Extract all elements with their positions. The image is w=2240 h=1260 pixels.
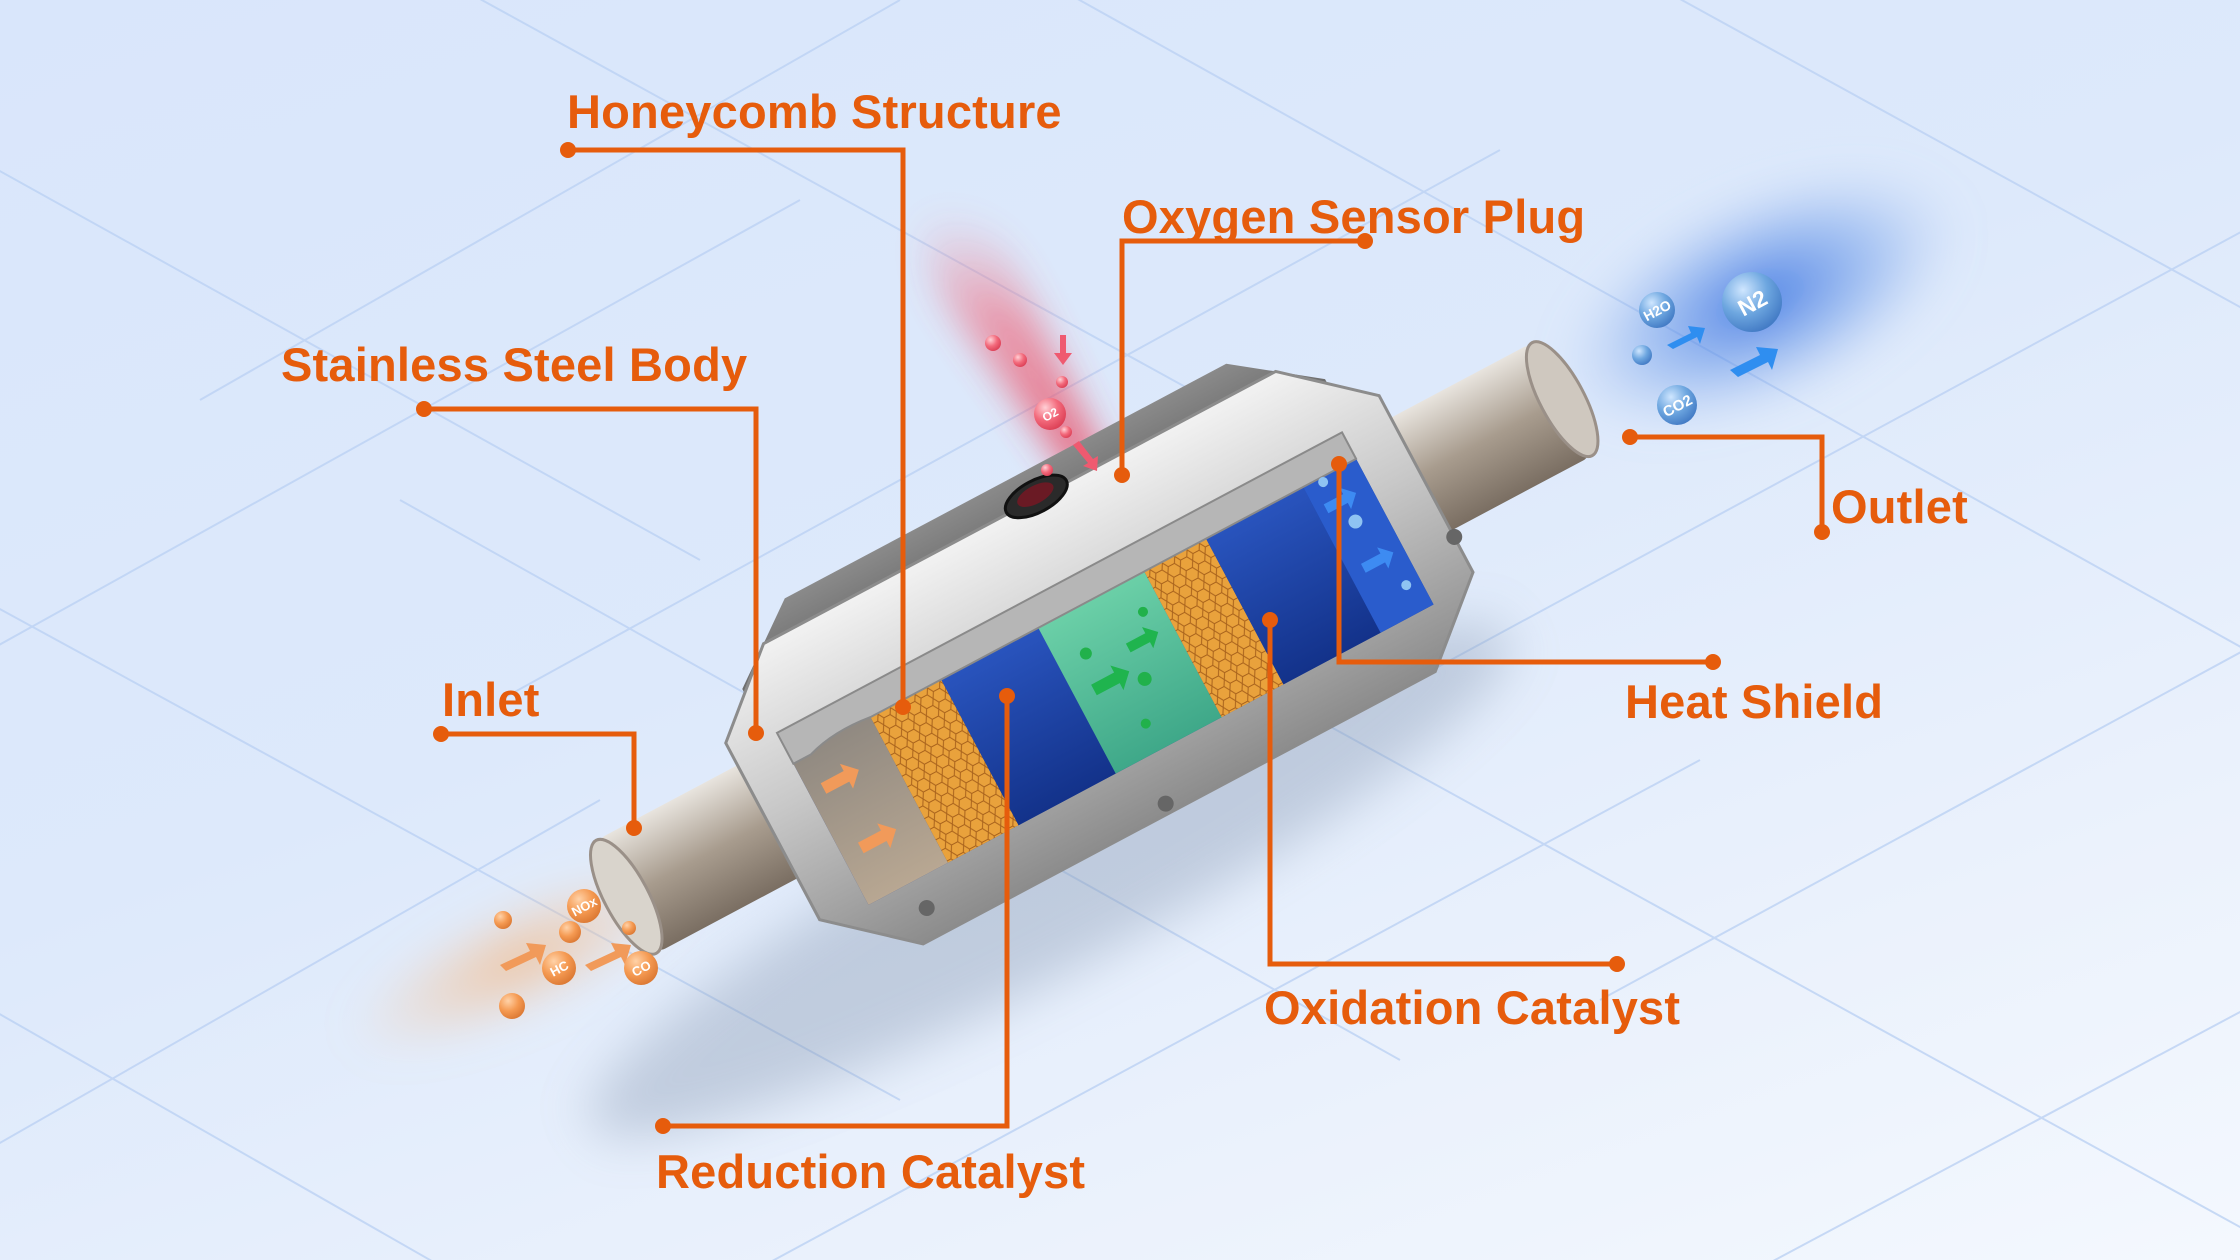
oxidation-catalyst-section: [1198, 473, 1381, 685]
leader-dot: [1114, 467, 1130, 483]
label-oxidation: Oxidation Catalyst: [1264, 981, 1681, 1034]
leader-dot: [999, 688, 1015, 704]
leader-oxygen-sensor: [1114, 233, 1373, 483]
leader-outlet: [1622, 429, 1830, 540]
leader-dot: [1331, 456, 1347, 472]
molecule-h2o: H2O: [1639, 292, 1675, 328]
label-stainless-body: Stainless Steel Body: [281, 338, 748, 391]
leader-heat-shield: [1331, 456, 1721, 670]
flow-arrows-green: [1091, 627, 1159, 696]
outlet-flow-arrows: [1667, 326, 1778, 377]
outlet-chamber: [1296, 445, 1434, 633]
leader-lines: [416, 142, 1830, 1134]
leader-dot: [1262, 612, 1278, 628]
molecule-co2: CO2: [1657, 385, 1697, 425]
svg-text:O2: O2: [1040, 405, 1061, 425]
leader-reduction: [655, 688, 1015, 1134]
oxygen-plume: [925, 210, 1110, 480]
label-inlet: Inlet: [442, 673, 540, 726]
inlet-pipe-opening: [588, 837, 664, 956]
molecule-n2: N2: [1722, 272, 1782, 332]
catalytic-converter: [588, 340, 1600, 956]
molecule-hc: HC: [542, 951, 576, 985]
leader-dot: [626, 820, 642, 836]
outlet-bubbles: [1318, 477, 1412, 591]
inlet-chamber: [783, 703, 948, 906]
leader-dot: [1814, 524, 1830, 540]
leader-honeycomb: [560, 142, 911, 715]
flow-arrows-orange: [820, 763, 897, 854]
leader-dot: [433, 726, 449, 742]
leader-dot: [560, 142, 576, 158]
leader-dot: [895, 699, 911, 715]
oxygen-sensor-port-inner: [1017, 482, 1054, 507]
leader-inlet: [433, 726, 642, 836]
reduction-catalyst-section: [934, 614, 1116, 826]
label-outlet: Outlet: [1831, 480, 1968, 533]
outlet-pipe-opening: [1524, 340, 1600, 459]
leader-dot: [1609, 956, 1625, 972]
honeycomb-substrate-1: [863, 666, 1019, 863]
heat-shield-layer: [775, 431, 1358, 766]
leader-dot: [416, 401, 432, 417]
label-heat-shield: Heat Shield: [1625, 675, 1884, 728]
oxygen-arrows: [1054, 335, 1098, 471]
bolt: [1446, 528, 1463, 545]
honeycomb-substrate-2: [1137, 525, 1284, 718]
outlet-particle: [1632, 345, 1652, 365]
label-oxygen-sensor: Oxygen Sensor Plug: [1122, 190, 1586, 243]
leader-stainless-body: [416, 401, 764, 741]
leader-dot: [1357, 233, 1373, 249]
leader-oxidation: [1262, 612, 1625, 972]
molecule-co: CO: [624, 951, 658, 985]
leader-dot: [1622, 429, 1638, 445]
bolt: [1157, 795, 1174, 812]
molecule-nox: NOx: [567, 889, 601, 923]
leader-dot: [748, 725, 764, 741]
bolt: [918, 900, 935, 917]
oxygen-particles: [985, 335, 1072, 476]
reaction-chamber: [1031, 558, 1222, 774]
inlet-particles: [494, 911, 636, 1019]
leader-dot: [1705, 654, 1721, 670]
label-honeycomb: Honeycomb Structure: [567, 85, 1062, 138]
leader-dot: [655, 1118, 671, 1134]
reaction-particles: [1079, 606, 1152, 729]
molecule-o2: O2: [1034, 398, 1066, 430]
label-reduction: Reduction Catalyst: [656, 1145, 1086, 1198]
inlet-flow-arrows: [500, 943, 631, 971]
